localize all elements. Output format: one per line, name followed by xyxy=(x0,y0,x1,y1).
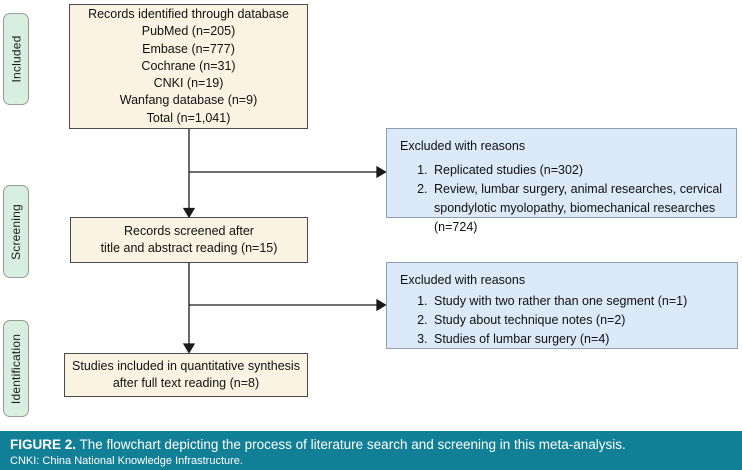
box-text-line: Records identified through database xyxy=(88,7,289,22)
excluded-reason-list: Study with two rather than one segment (… xyxy=(400,292,729,349)
box-text-line: Studies included in quantitative synthes… xyxy=(72,358,300,373)
excluded-reason-item: Study with two rather than one segment (… xyxy=(431,292,729,311)
stage-label-text: Screening xyxy=(9,203,23,260)
caption-footnote: CNKI: China National Knowledge Infrastru… xyxy=(10,455,243,467)
box-excluded-reasons-2: Excluded with reasons Study with two rat… xyxy=(386,262,738,349)
figure-number-label: FIGURE 2. xyxy=(10,437,77,452)
box-text-line: after full text reading (n=8) xyxy=(112,376,260,390)
stage-label-text: Included xyxy=(9,35,24,83)
prisma-flow-diagram: Included Screening Identification Record… xyxy=(0,0,742,431)
excluded-reason-item: Replicated studies (n=302) xyxy=(431,161,728,180)
box-text-line: CNKI (n=19) xyxy=(153,76,224,91)
figure-caption: FIGURE 2. The flowchart depicting the pr… xyxy=(0,431,742,470)
excluded-reason-list: Replicated studies (n=302) Review, lumba… xyxy=(400,161,728,237)
stage-label-text: Identification xyxy=(9,333,23,404)
box-text-line: Cochrane (n=31) xyxy=(141,58,236,73)
caption-text: The flowchart depicting the process of l… xyxy=(79,437,626,452)
stage-label-identification: Identification xyxy=(3,320,29,417)
box-studies-included: Studies included in quantitative synthes… xyxy=(64,353,308,397)
excluded-reason-item: Studies of lumbar surgery (n=4) xyxy=(431,330,729,349)
box-text-line: title and abstract reading (n=15) xyxy=(100,241,278,255)
box-text-line: Embase (n=777) xyxy=(142,41,235,56)
arrowhead-right-2 xyxy=(376,298,387,312)
box-records-identified: Records identified through database PubM… xyxy=(69,4,308,129)
box-text-line: PubMed (n=205) xyxy=(141,24,236,39)
box-excluded-reasons-1: Excluded with reasons Replicated studies… xyxy=(386,128,737,234)
caption-line: FIGURE 2. The flowchart depicting the pr… xyxy=(10,436,732,453)
box-text-line: Wanfang database (n=9) xyxy=(119,93,258,108)
box-text-line: Records screened after xyxy=(124,223,254,238)
excluded-title: Excluded with reasons xyxy=(400,139,526,153)
arrowhead-down-2 xyxy=(182,343,196,354)
arrowhead-down-1 xyxy=(182,207,196,219)
stage-label-screening: Screening xyxy=(3,185,29,278)
excluded-title: Excluded with reasons xyxy=(400,273,526,287)
excluded-reason-item: Study about technique notes (n=2) xyxy=(431,311,729,330)
stage-label-included: Included xyxy=(3,13,29,105)
arrowhead-right-1 xyxy=(376,165,387,179)
excluded-reason-item: Review, lumbar surgery, animal researche… xyxy=(431,180,728,237)
box-records-screened: Records screened after title and abstrac… xyxy=(70,217,308,263)
box-text-line: Total (n=1,041) xyxy=(146,110,231,125)
